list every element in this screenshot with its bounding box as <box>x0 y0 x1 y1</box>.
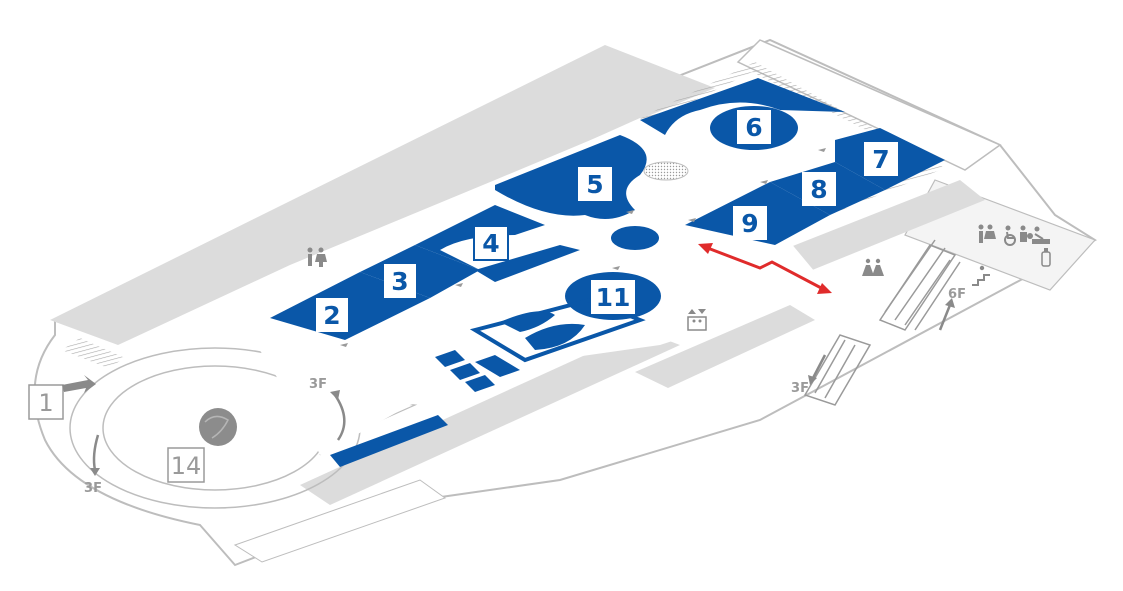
globe-exhibit-detail <box>204 415 229 439</box>
globe-exhibit <box>199 408 237 446</box>
up-arrow-icon <box>938 304 952 331</box>
down-arrow-icon <box>90 468 100 476</box>
dotted-area <box>643 161 689 181</box>
corridor-band-north <box>50 45 715 345</box>
escalator-east <box>878 239 961 331</box>
elevator-icon <box>687 309 707 331</box>
up-arrow-icon <box>945 298 955 308</box>
floor-marker-label: 3F <box>84 481 102 496</box>
exhibition-floor <box>240 118 830 455</box>
hatched-edge-west <box>62 338 125 368</box>
bottle-icon <box>1041 248 1051 267</box>
room-4-displays <box>475 245 580 282</box>
corridor-bottom <box>233 479 447 563</box>
room-label[interactable]: 3 <box>391 267 408 296</box>
room-label-box <box>384 264 416 298</box>
room-11-frame <box>469 297 646 363</box>
stairs-icon <box>972 265 990 286</box>
upper-right-slab <box>736 39 1002 171</box>
room-label[interactable]: 11 <box>596 283 631 312</box>
up-arrow-icon <box>330 390 340 400</box>
floor-marker-label: 3F <box>309 377 327 392</box>
room-label[interactable]: 5 <box>586 170 603 199</box>
room-label-box <box>733 206 767 240</box>
door-marker <box>688 218 696 222</box>
restroom-icon <box>307 247 327 267</box>
door-marker <box>818 148 826 152</box>
room-label[interactable]: 2 <box>323 301 340 330</box>
door-marker <box>626 210 634 214</box>
room-label[interactable]: 4 <box>482 229 499 258</box>
floor-marker-label: 3F <box>791 381 809 396</box>
door-marker <box>760 180 768 184</box>
room-label-box <box>802 172 836 206</box>
down-arrow-icon <box>808 375 817 385</box>
display-cases <box>435 350 520 392</box>
escalator-south <box>803 334 872 406</box>
seating-icon <box>862 258 884 276</box>
room-label-box <box>737 110 771 144</box>
room-label-box <box>28 384 64 420</box>
floor-marker-label: 6F <box>948 287 966 302</box>
down-arrow-icon <box>811 354 827 379</box>
restroom-icon <box>978 224 996 243</box>
baby-changing-icon <box>1032 226 1050 244</box>
room-label-box <box>578 167 612 201</box>
down-arrow-icon <box>92 434 100 471</box>
entrance-arrow-icon <box>62 375 96 393</box>
room-label[interactable]: 7 <box>872 145 889 174</box>
floor-markers: 3F 3F 3F 6F <box>84 287 966 496</box>
room-label-box <box>167 447 205 483</box>
door-marker <box>455 283 463 287</box>
corridor-south-east <box>635 305 815 388</box>
room-label[interactable]: 1 <box>38 389 53 417</box>
corridor-south <box>300 330 680 505</box>
room-label-box <box>591 280 635 314</box>
nursing-room-icon <box>1020 225 1033 242</box>
room-label-box <box>864 142 898 176</box>
room-label[interactable]: 9 <box>741 209 758 238</box>
room-label[interactable]: 14 <box>171 452 202 480</box>
room-label[interactable]: 8 <box>810 175 827 204</box>
room-label-box <box>316 298 348 332</box>
route-arrow <box>698 243 832 294</box>
room-3-area <box>360 245 480 298</box>
accessible-restroom-icon <box>1004 225 1016 246</box>
door-marker <box>612 266 620 270</box>
room-label-box <box>473 225 509 261</box>
door-marker <box>340 343 348 347</box>
room-6-area <box>640 78 845 135</box>
room-11-blobs <box>500 311 585 350</box>
amphitheatre-bench <box>330 415 448 467</box>
room-4-area <box>415 205 545 270</box>
island-pod <box>611 226 659 250</box>
corridor-east <box>770 180 985 275</box>
room-label[interactable]: 6 <box>745 113 762 142</box>
